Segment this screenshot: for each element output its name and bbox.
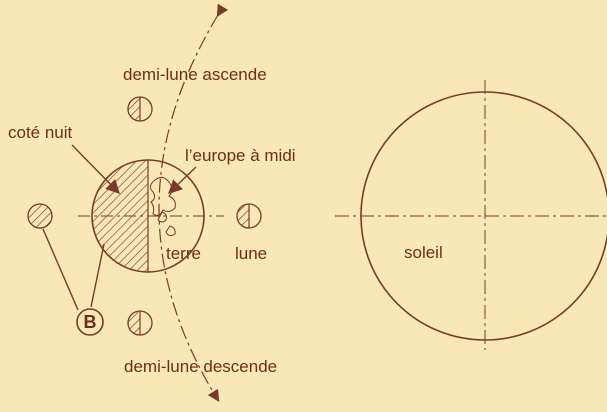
label-europe-noon: l’europe à midi xyxy=(185,146,296,165)
marker-b: B xyxy=(77,309,103,335)
earth-night-half xyxy=(92,160,148,272)
label-moon: lune xyxy=(235,244,267,263)
marker-b-leader-left xyxy=(43,229,78,310)
moon-setting xyxy=(128,311,152,335)
night-side-leader xyxy=(72,145,118,192)
europe-outline xyxy=(150,177,175,235)
europe-leader xyxy=(170,167,196,192)
label-half-moon-rising: demi-lune ascende xyxy=(123,65,267,84)
moon-right xyxy=(237,204,261,228)
marker-b-label: B xyxy=(84,312,97,332)
label-night-side: coté nuit xyxy=(8,123,73,142)
label-earth: terre xyxy=(166,244,201,263)
marker-b-leader-earth xyxy=(91,244,104,307)
label-sun: soleil xyxy=(404,243,443,262)
sun xyxy=(335,80,607,350)
moon-left xyxy=(28,204,52,228)
moon-rising xyxy=(128,97,152,121)
label-half-moon-setting: demi-lune descende xyxy=(124,357,277,376)
